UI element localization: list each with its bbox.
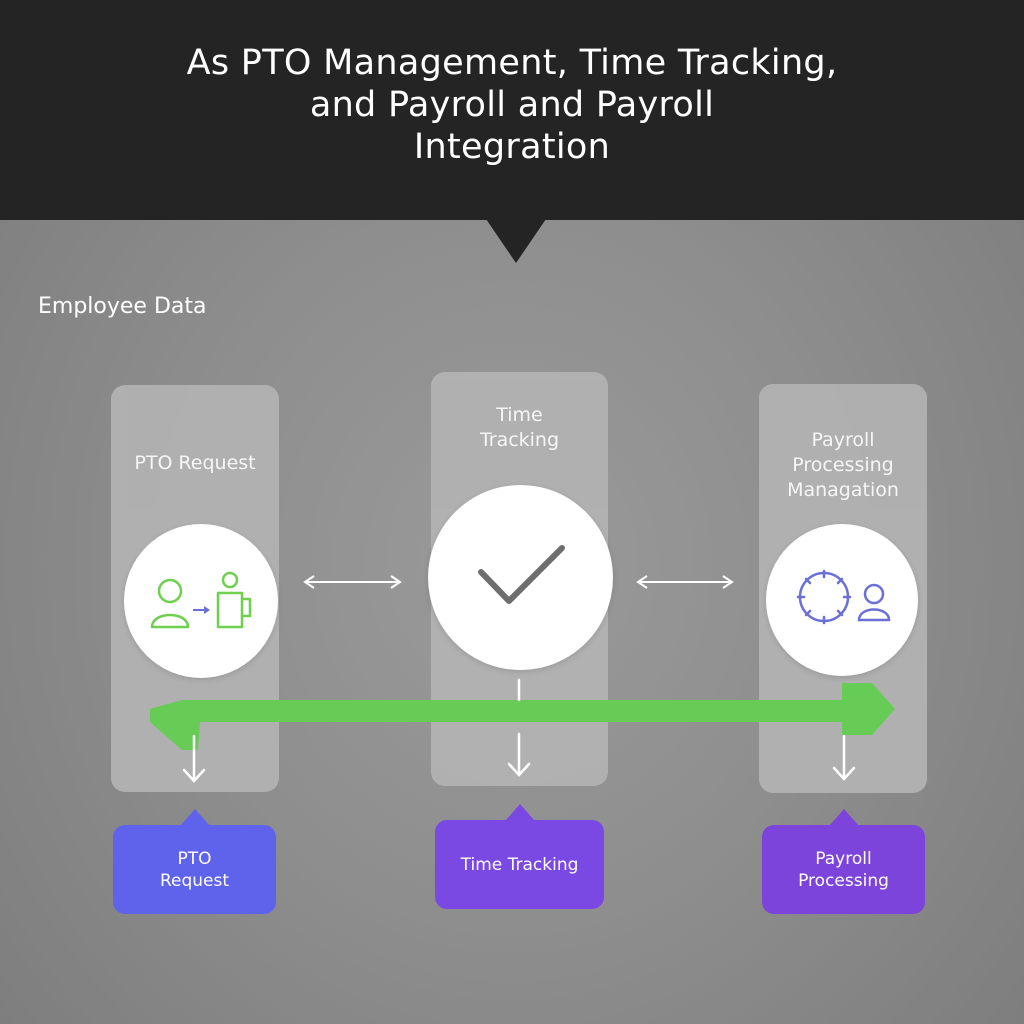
output-time-tracking: Time Tracking	[435, 804, 604, 909]
output-line: PTO	[177, 848, 212, 869]
page-title: As PTO Management, Time Tracking, and Pa…	[112, 42, 912, 168]
column-title-line: Time	[496, 404, 543, 426]
output-payroll-processing: Payroll Processing	[762, 809, 925, 914]
user-to-mug-icon	[150, 571, 252, 629]
header-pointer	[486, 219, 546, 263]
column-title: Time Tracking	[431, 403, 608, 453]
output-pto-request: PTO Request	[113, 809, 276, 914]
column-title-line: Processing	[792, 454, 894, 476]
down-arrow-pto	[182, 734, 206, 783]
title-line-1: As PTO Management, Time Tracking,	[186, 43, 838, 83]
column-title-line: PTO Request	[134, 452, 256, 474]
title-line-3: Integration	[413, 127, 611, 167]
output-line: Processing	[798, 870, 889, 891]
green-flow-arrow	[150, 683, 895, 750]
clock-user-icon	[796, 569, 891, 625]
pto-icon-circle	[124, 524, 278, 678]
output-line: Time Tracking	[460, 854, 579, 875]
down-arrow-time	[507, 678, 531, 777]
double-arrow-left	[303, 575, 402, 589]
column-title-line: Managation	[787, 479, 899, 501]
double-arrow-right	[636, 575, 734, 589]
time-tracking-icon-circle	[428, 485, 613, 670]
column-title: PTO Request	[111, 451, 279, 476]
output-line: Payroll	[815, 848, 872, 869]
column-title: Payroll Processing Managation	[759, 428, 927, 503]
payroll-icon-circle	[766, 524, 918, 676]
section-label-employee-data: Employee Data	[38, 294, 207, 319]
output-line: Request	[159, 870, 230, 891]
checkmark-icon	[478, 545, 565, 604]
column-title-line: Payroll	[811, 429, 875, 451]
title-line-2: and Payroll and Payroll	[309, 85, 715, 125]
column-title-line: Tracking	[479, 429, 560, 451]
header-banner	[0, 0, 1024, 220]
down-arrow-payroll	[832, 734, 856, 781]
